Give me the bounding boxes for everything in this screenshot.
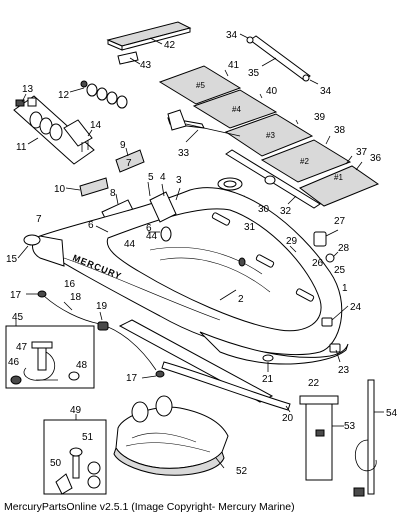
callout-25: 25 [334,265,346,276]
callout-17b: 17 [126,373,138,384]
plank-labels: #5 #4 #3 #2 #1 [196,81,343,182]
repair-pieces [23,234,165,378]
image-credit-footer: MercuryPartsOnline v2.5.1 (Image Copyrig… [4,501,295,513]
callout-43: 43 [140,60,152,71]
callout-36: 36 [370,153,382,164]
callout-26: 26 [312,258,324,269]
callout-50: 50 [50,458,62,469]
callout-4: 4 [160,172,166,183]
callout-29: 29 [286,236,298,247]
callout-22: 22 [308,378,320,389]
callout-3: 3 [176,175,182,186]
callout-7a: 7 [36,214,42,225]
callout-19: 19 [96,301,108,312]
callout-12: 12 [58,90,70,101]
callout-6b: 6 [146,223,152,234]
floor-planks [158,65,380,207]
pump-kit-box [5,325,95,389]
transom-bracket [13,95,95,165]
callout-23: 23 [338,365,350,376]
callout-20: 20 [282,413,294,424]
callout-10: 10 [54,184,66,195]
oar-shaft-part [225,149,321,209]
oar-rod-part [246,35,311,82]
callout-11: 11 [16,142,27,153]
callout-32: 32 [280,206,292,217]
callout-47: 47 [16,342,28,353]
callout-17a: 17 [10,290,22,301]
valve-parts [80,80,128,109]
callout-labels: 1 2 3 4 5 6 6 7 7 8 9 10 11 12 13 14 15 … [6,30,398,477]
valve-cluster [313,231,335,263]
callout-27: 27 [334,216,346,227]
patch-parts [79,149,145,197]
callout-7b: 7 [126,158,132,169]
callout-45: 45 [12,312,24,323]
callout-33: 33 [178,148,190,159]
callout-9: 9 [120,140,126,151]
callout-35: 35 [248,68,260,79]
callout-14: 14 [90,120,102,131]
callout-8: 8 [110,188,116,199]
callout-44a: 44 [124,239,136,250]
storage-tube [299,395,339,481]
callout-49: 49 [70,405,82,416]
callout-34a: 34 [226,30,238,41]
callout-1: 1 [342,283,348,294]
callout-38: 38 [334,125,346,136]
plank-label-4: #4 [232,105,241,114]
callout-31: 31 [244,222,256,233]
callout-2: 2 [238,294,244,305]
oar-strap [353,379,377,497]
callout-28: 28 [338,243,350,254]
plank-label-3: #3 [266,131,275,140]
callout-13: 13 [22,84,34,95]
callout-5: 5 [148,172,154,183]
pump-hose [43,295,157,371]
callout-42: 42 [164,40,176,51]
callout-54: 54 [386,408,398,419]
drain-plug [262,354,274,362]
callout-30: 30 [258,204,270,215]
callout-16: 16 [64,279,76,290]
callout-18: 18 [70,292,82,303]
callout-40: 40 [266,86,278,97]
plank-label-1: #1 [334,173,343,182]
accessory-kit-box [43,419,107,495]
callout-41: 41 [228,60,240,71]
callout-51: 51 [82,432,94,443]
callout-53: 53 [344,421,356,432]
stern-fittings [321,317,341,353]
callout-46: 46 [8,357,20,368]
callout-34b: 34 [320,86,332,97]
plank-label-5: #5 [196,81,205,90]
callout-24: 24 [350,302,362,313]
callout-44b: 44 [146,231,158,242]
plank-label-2: #2 [300,157,309,166]
storage-bag [113,395,229,476]
boat-hull [32,187,349,403]
callout-48: 48 [76,360,88,371]
callout-15: 15 [6,254,18,265]
callout-52: 52 [236,466,248,477]
callout-37: 37 [356,147,368,158]
seat-part [106,21,192,65]
oar-part [167,109,241,137]
callout-6a: 6 [88,220,94,231]
callout-39: 39 [314,112,326,123]
callout-21: 21 [262,374,274,385]
